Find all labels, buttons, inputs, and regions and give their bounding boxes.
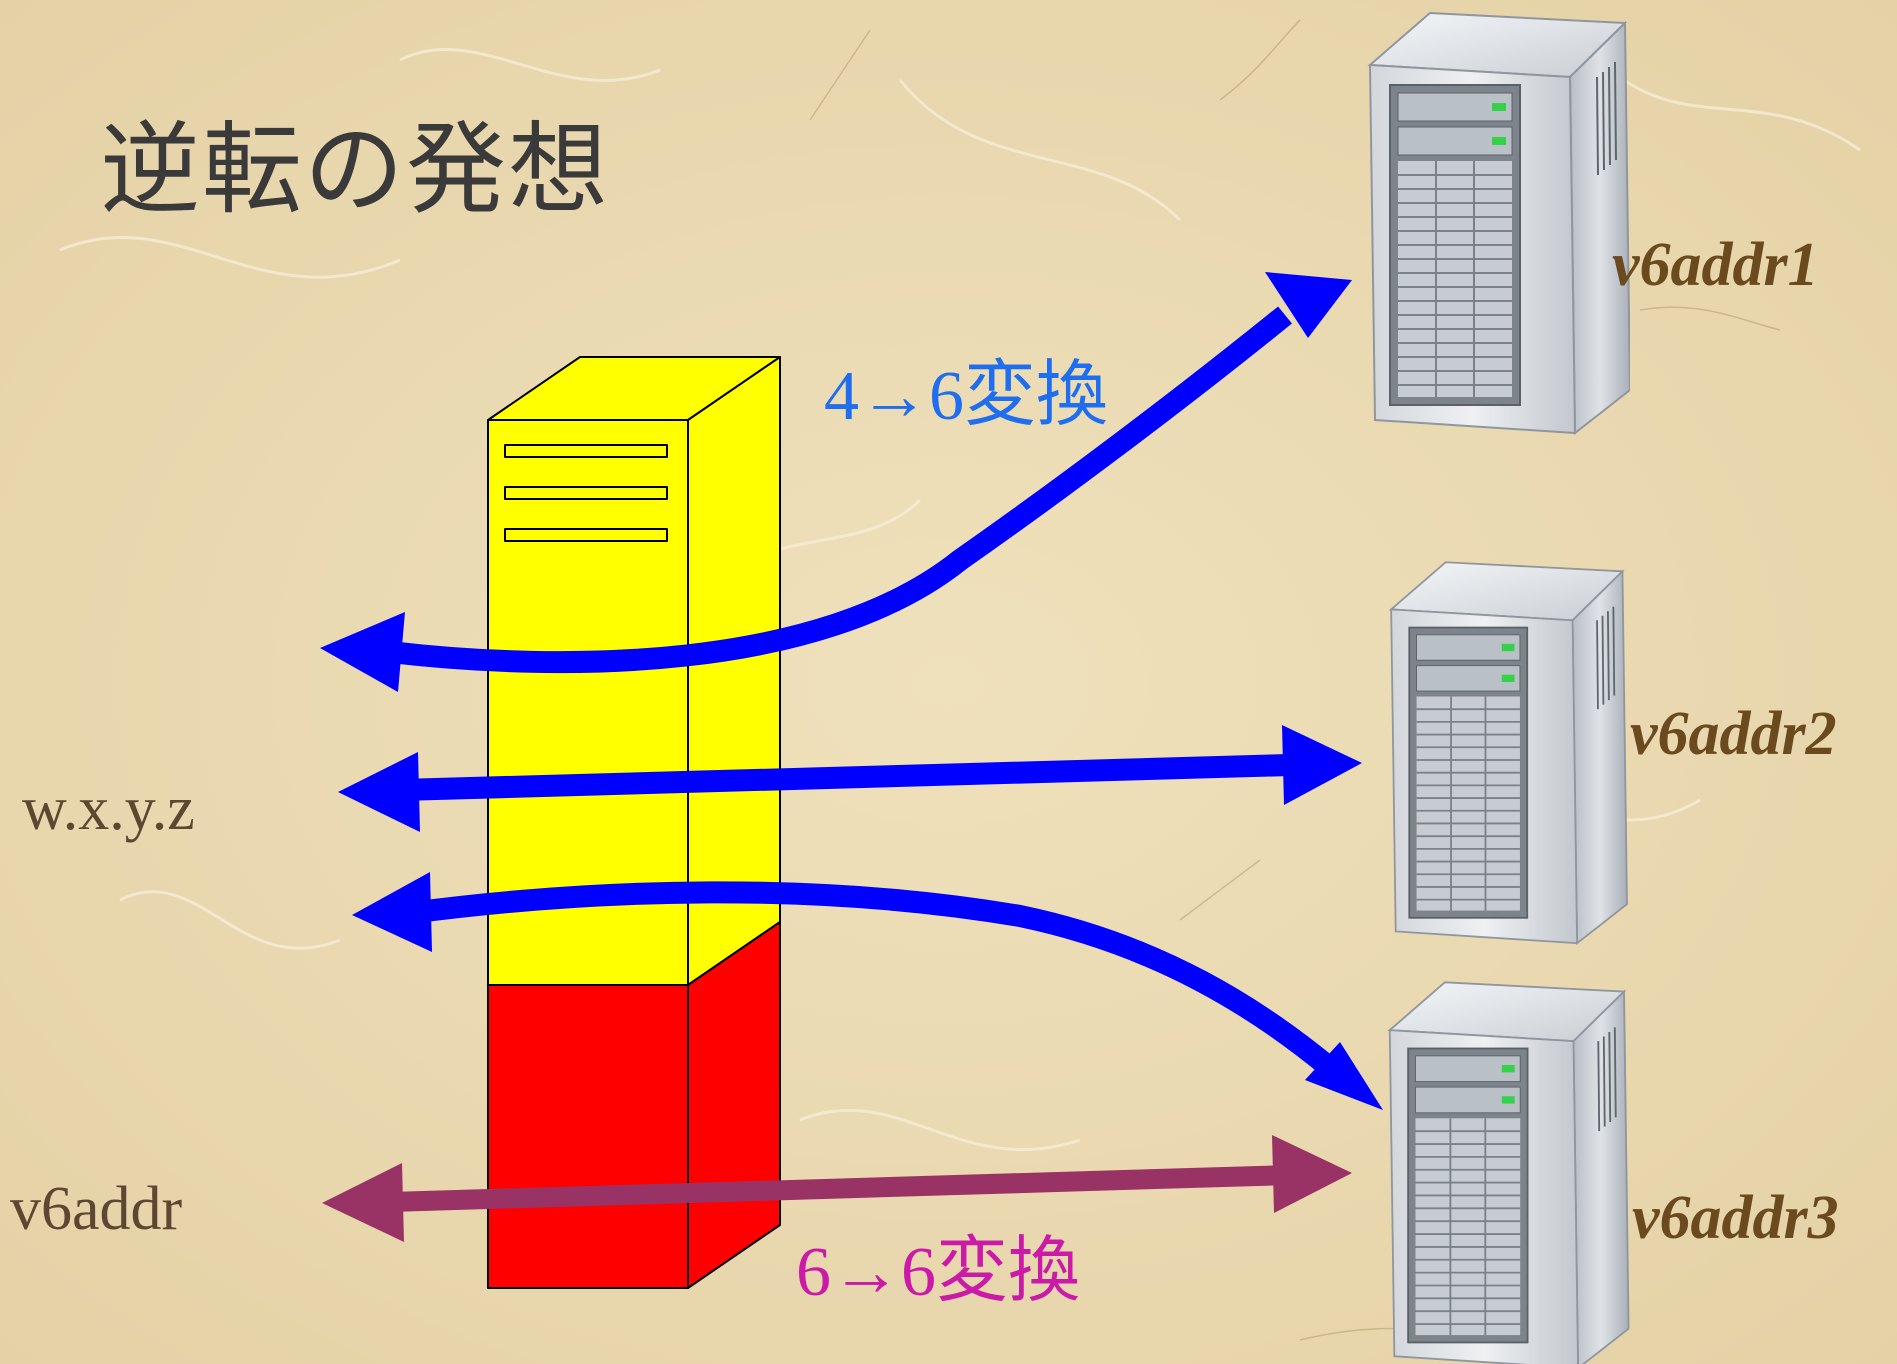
- server-icon: [1390, 561, 1628, 945]
- arrowhead-right: [1305, 1042, 1383, 1110]
- arrow-ipv4-to-server2: [338, 725, 1362, 832]
- arrowhead-left: [322, 1163, 404, 1242]
- translator-slot-1: [504, 444, 668, 458]
- server-label-3: v6addr3: [1632, 1184, 1839, 1252]
- arrowhead-right: [1265, 272, 1352, 338]
- arrow-ipv4-to-server1: [320, 272, 1352, 692]
- server-label-1: v6addr1: [1612, 231, 1819, 299]
- client-label-ipv4: w.x.y.z: [22, 775, 195, 843]
- server-icon: [1369, 12, 1630, 434]
- arrowhead-right: [1282, 725, 1362, 805]
- label-6to6-prefix: 6→6: [796, 1234, 936, 1311]
- label-6to6-translation: 6→6変換: [796, 1234, 1080, 1308]
- slide-title: 逆転の発想: [100, 111, 610, 228]
- arrowhead-left: [320, 612, 405, 692]
- label-4to6-suffix: 変換: [964, 352, 1109, 436]
- translator-lower-side: [687, 921, 781, 1289]
- label-6to6-suffix: 変換: [936, 1228, 1081, 1312]
- arrowhead-left: [338, 752, 420, 832]
- translator-box-icon: [487, 356, 781, 1289]
- translator-slot-3: [504, 528, 668, 542]
- label-4to6-prefix: 4→6: [824, 358, 964, 435]
- translator-lower-front: [487, 984, 689, 1289]
- arrow-ipv4-to-server3: [352, 872, 1383, 1110]
- arrowhead-left: [352, 872, 432, 952]
- label-4to6-translation: 4→6変換: [824, 358, 1108, 432]
- server-icon: [1388, 981, 1630, 1364]
- arrow-ipv6-to-server3: [322, 1135, 1352, 1242]
- arrowhead-right: [1272, 1135, 1352, 1213]
- server-label-2: v6addr2: [1630, 700, 1837, 768]
- translator-slot-2: [504, 486, 668, 500]
- client-label-ipv6: v6addr: [10, 1175, 183, 1243]
